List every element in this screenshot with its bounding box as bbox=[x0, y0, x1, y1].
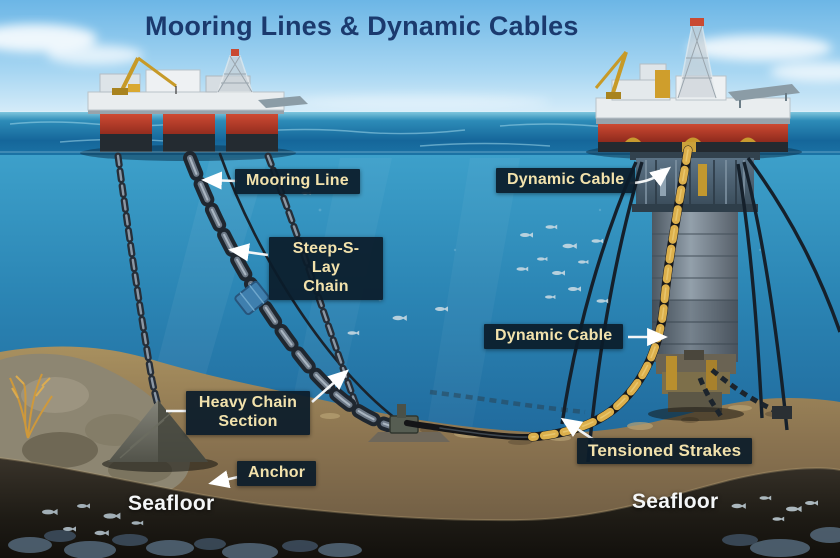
label-tensioned-strakes: Tensioned Strakes bbox=[577, 438, 753, 465]
chain-shadow bbox=[429, 389, 586, 415]
label-mooring-line: Mooring Line bbox=[235, 169, 360, 194]
heavy-chain-arrow bbox=[311, 369, 349, 403]
crane bbox=[594, 51, 628, 99]
coral bbox=[9, 373, 53, 439]
label-anchor: Anchor bbox=[237, 461, 317, 486]
mooring-line-arrow bbox=[201, 171, 238, 190]
label-steep-s-lay-line2: Chain bbox=[303, 277, 349, 295]
chain-connector bbox=[234, 280, 270, 316]
label-seafloor-left: Seafloor bbox=[128, 492, 215, 515]
label-dynamic-cable-top: Dynamic Cable bbox=[496, 168, 636, 193]
mooring-lines bbox=[114, 151, 405, 435]
derrick bbox=[216, 49, 254, 93]
tensioned-strakes-arrow bbox=[560, 417, 595, 442]
semi-submersible-platform bbox=[0, 49, 840, 161]
anchor-arrow bbox=[208, 470, 239, 489]
label-heavy-chain-line2: Section bbox=[218, 412, 278, 430]
derrick bbox=[677, 18, 717, 99]
rock-substrate bbox=[0, 457, 840, 558]
helideck bbox=[258, 96, 308, 108]
dynamic-cable bbox=[403, 142, 696, 442]
label-heavy-chain-line1: Heavy Chain bbox=[198, 394, 298, 411]
subsea-wellhead bbox=[648, 350, 744, 421]
crane bbox=[112, 56, 177, 95]
helideck bbox=[728, 84, 800, 108]
label-heavy-chain: Heavy Chain Section bbox=[186, 391, 310, 435]
cable-anchor-connector bbox=[368, 404, 450, 442]
label-seafloor-right: Seafloor bbox=[632, 490, 719, 513]
steep-s-lay-chain bbox=[183, 151, 405, 435]
clump-weight bbox=[772, 406, 792, 419]
mooring-rope bbox=[218, 152, 402, 424]
label-dynamic-cable-mid: Dynamic Cable bbox=[484, 324, 624, 349]
diagram-title: Mooring Lines & Dynamic Cables bbox=[145, 11, 579, 41]
anchor-pyramid bbox=[102, 400, 218, 472]
steep-s-lay-arrow bbox=[228, 243, 269, 262]
label-steep-s-lay: Steep-S-Lay Chain bbox=[269, 237, 383, 300]
label-steep-s-lay-line1: Steep-S-Lay bbox=[292, 240, 360, 276]
